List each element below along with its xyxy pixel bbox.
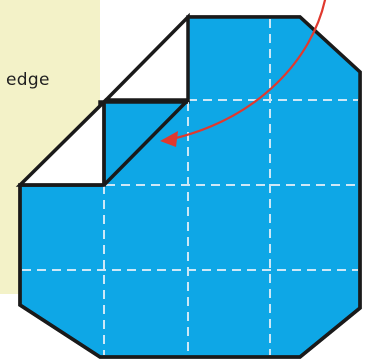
folded-flap-upper	[106, 17, 188, 100]
folded-flap-lower	[20, 102, 104, 185]
paper-top-strip	[188, 17, 360, 100]
